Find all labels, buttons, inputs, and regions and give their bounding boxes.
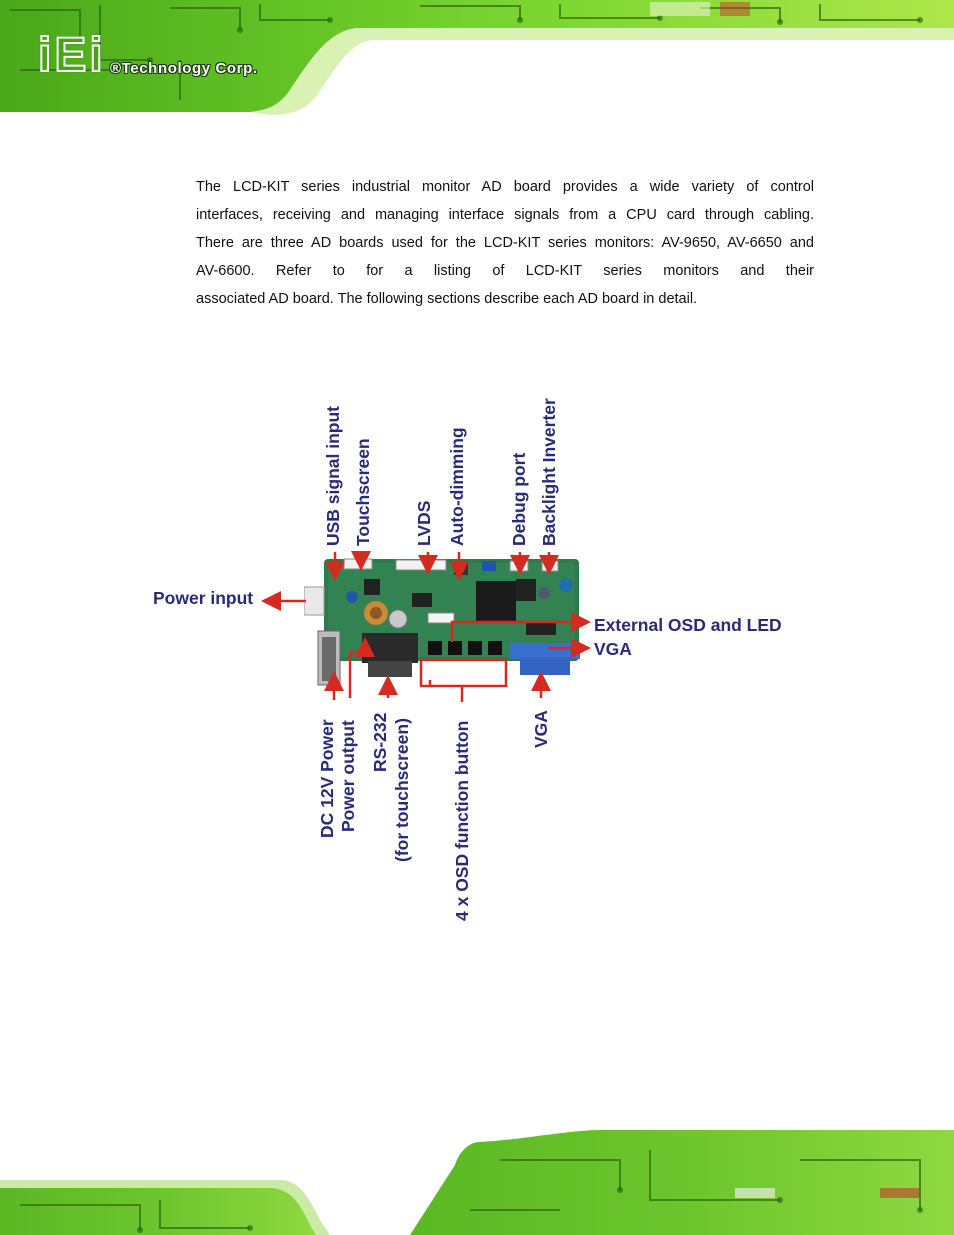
- paragraph-line-1: The LCD-KIT series industrial monitor AD…: [196, 173, 814, 201]
- callout-arrows: [0, 380, 954, 940]
- paragraph-line-4: AV-6600. Refer to for a listing of LCD-K…: [196, 257, 814, 285]
- logo-letter-3: i: [89, 32, 102, 80]
- label-vga-right: VGA: [594, 639, 632, 660]
- label-rs232-sub: (for touchscreen): [392, 718, 413, 862]
- page-footer: [0, 1130, 954, 1235]
- paragraph-line-3: There are three AD boards used for the L…: [196, 229, 814, 257]
- logo-letter-2: E: [54, 32, 86, 80]
- label-osd-function-buttons: 4 x OSD function button: [452, 721, 473, 921]
- company-name: ®Technology Corp.: [110, 60, 258, 77]
- page-header: i E i ®Technology Corp.: [0, 0, 954, 115]
- label-usb-signal-input: USB signal input: [323, 406, 344, 546]
- label-external-osd-led: External OSD and LED: [594, 615, 782, 636]
- label-dc12v-power: DC 12V Power: [317, 719, 338, 838]
- label-power-input: Power input: [153, 588, 253, 609]
- ad-board-figure: USB signal input Touchscreen LVDS Auto-d…: [0, 380, 954, 940]
- paragraph-line-5: associated AD board. The following secti…: [196, 285, 814, 313]
- label-auto-dimming: Auto-dimming: [447, 427, 468, 546]
- label-touchscreen: Touchscreen: [353, 438, 374, 546]
- label-power-output: Power output: [338, 720, 359, 832]
- intro-paragraph: The LCD-KIT series industrial monitor AD…: [196, 173, 814, 313]
- company-logo: i E i ®Technology Corp.: [38, 30, 298, 82]
- logo-mark: i E i: [38, 30, 103, 80]
- label-lvds: LVDS: [414, 501, 435, 546]
- paragraph-line-2: interfaces, receiving and managing inter…: [196, 201, 814, 229]
- footer-circuit-banner: [0, 1130, 954, 1235]
- label-backlight-inverter: Backlight Inverter: [539, 398, 560, 546]
- label-debug-port: Debug port: [509, 453, 530, 546]
- logo-letter-1: i: [38, 32, 51, 80]
- label-vga-bottom: VGA: [531, 710, 552, 748]
- label-rs232: RS-232: [370, 713, 391, 772]
